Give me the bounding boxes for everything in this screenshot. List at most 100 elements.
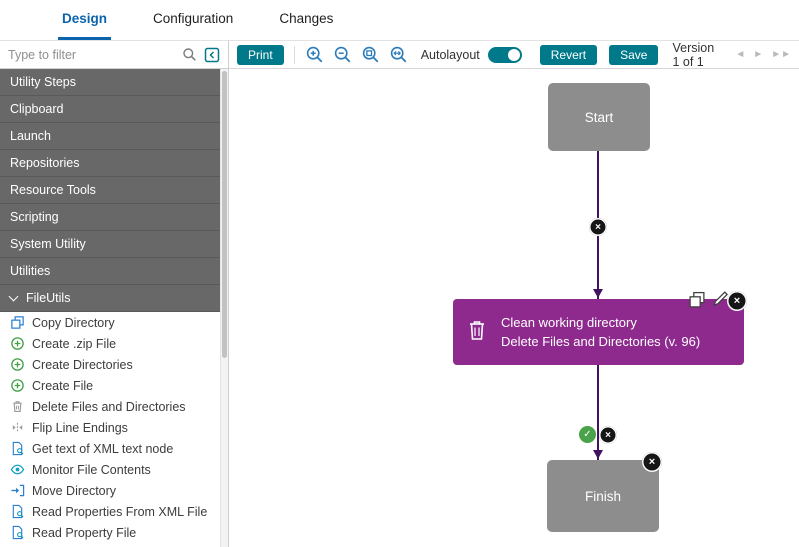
start-node[interactable]: Start — [548, 83, 650, 151]
palette-item-flip-line-endings[interactable]: Flip Line Endings — [0, 417, 220, 438]
task-node[interactable]: Clean working directory Delete Files and… — [453, 299, 744, 365]
palette-item-label: Copy Directory — [32, 315, 115, 330]
section-label: Utilities — [10, 264, 51, 278]
flip-icon — [9, 420, 25, 436]
zoom-out-icon[interactable] — [333, 45, 353, 65]
autolayout-toggle[interactable] — [487, 46, 522, 63]
arrowhead-1 — [593, 289, 603, 298]
collapse-panel-icon[interactable] — [204, 47, 220, 63]
palette-item-monitor-file-contents[interactable]: Monitor File Contents — [0, 459, 220, 480]
success-condition-icon[interactable]: ✓ — [579, 426, 596, 443]
palette-item-read-property-file[interactable]: Read Property File — [0, 522, 220, 543]
edit-task-icon[interactable] — [711, 290, 729, 313]
palette-item-label: Flip Line Endings — [32, 420, 128, 435]
step-palette-sidebar: Utility Steps Clipboard Launch Repositor… — [0, 41, 229, 547]
search-icon — [181, 47, 197, 63]
top-tab-bar: Design Configuration Changes — [0, 0, 799, 40]
palette-item-label: Delete Files and Directories — [32, 399, 186, 414]
revert-button[interactable]: Revert — [539, 44, 598, 65]
print-button[interactable]: Print — [237, 44, 284, 65]
palette-item-delete-files-and-directories[interactable]: Delete Files and Directories — [0, 396, 220, 417]
add-circle-icon — [9, 378, 25, 394]
delete-transition-1-badge[interactable]: × — [589, 218, 607, 236]
last-version-icon[interactable]: ►► — [771, 49, 791, 60]
task-text: Clean working directory Delete Files and… — [501, 313, 700, 352]
delete-transition-2-badge[interactable]: × — [599, 426, 617, 444]
zoom-in-icon[interactable] — [305, 45, 325, 65]
section-label: Repositories — [10, 156, 80, 170]
tab-design[interactable]: Design — [58, 0, 112, 40]
xml-doc-icon — [9, 525, 25, 541]
palette-item-get-text-of-xml-text-node[interactable]: Get text of XML text node — [0, 438, 220, 459]
sidebar-section-fileutils[interactable]: FileUtils — [0, 285, 220, 312]
arrowhead-2 — [593, 450, 603, 459]
palette-item-create-zip-file[interactable]: Create .zip File — [0, 333, 220, 354]
save-button[interactable]: Save — [609, 44, 659, 65]
tab-configuration[interactable]: Configuration — [153, 11, 234, 26]
transition-line-2 — [597, 365, 599, 460]
move-icon — [9, 483, 25, 499]
main-region: Utility Steps Clipboard Launch Repositor… — [0, 40, 799, 547]
palette-item-read-properties-from-xml-file[interactable]: Read Properties From XML File — [0, 501, 220, 522]
section-label: FileUtils — [26, 291, 71, 305]
task-subtitle: Delete Files and Directories (v. 96) — [501, 334, 701, 349]
palette-item-label: Monitor File Contents — [32, 462, 151, 477]
sidebar-section-clipboard[interactable]: Clipboard — [0, 96, 220, 123]
xml-doc-icon — [9, 441, 25, 457]
delete-task-badge[interactable]: × — [727, 291, 747, 311]
palette-item-create-directories[interactable]: Create Directories — [0, 354, 220, 375]
palette-item-move-directory[interactable]: Move Directory — [0, 480, 220, 501]
trash-icon — [9, 399, 25, 415]
palette-item-copy-directory[interactable]: Copy Directory — [0, 312, 220, 333]
palette-item-label: Read Properties From XML File — [32, 504, 208, 519]
copy-task-icon[interactable] — [688, 291, 706, 314]
palette-item-label: Move Directory — [32, 483, 117, 498]
sidebar-section-resource-tools[interactable]: Resource Tools — [0, 177, 220, 204]
sidebar-section-launch[interactable]: Launch — [0, 123, 220, 150]
section-label: Scripting — [10, 210, 59, 224]
sidebar-scrollbar[interactable] — [220, 69, 228, 547]
palette-item-replace-tokens[interactable]: Replace Tokens — [0, 543, 220, 547]
designer-content: Print Autolayout Revert Save Version 1 o… — [229, 41, 799, 547]
sidebar-section-system-utility[interactable]: System Utility — [0, 231, 220, 258]
sidebar-scrollbar-thumb[interactable] — [222, 71, 227, 358]
section-label: Utility Steps — [10, 75, 76, 89]
toolbar-divider — [293, 45, 295, 64]
tab-changes[interactable]: Changes — [279, 11, 334, 26]
palette-item-label: Get text of XML text node — [32, 441, 174, 456]
designer-toolbar: Print Autolayout Revert Save Version 1 o… — [229, 41, 799, 69]
finish-node[interactable]: Finish — [547, 460, 659, 532]
sidebar-section-scripting[interactable]: Scripting — [0, 204, 220, 231]
autolayout-label: Autolayout — [420, 47, 480, 62]
section-label: System Utility — [10, 237, 86, 251]
section-label: Resource Tools — [10, 183, 96, 197]
trash-icon — [467, 319, 487, 346]
palette-item-list: Copy Directory Create .zip File Create D… — [0, 312, 220, 547]
version-label: Version 1 of 1 — [672, 40, 715, 69]
palette-scroll-area: Utility Steps Clipboard Launch Repositor… — [0, 69, 220, 547]
delete-finish-badge[interactable]: × — [642, 452, 662, 472]
palette-item-create-file[interactable]: Create File — [0, 375, 220, 396]
xml-doc-icon — [9, 504, 25, 520]
zoom-fit-icon[interactable] — [361, 45, 381, 65]
version-pager: ◄ ► ►► — [735, 49, 791, 60]
sidebar-section-utility-steps[interactable]: Utility Steps — [0, 69, 220, 96]
palette-filter-row — [0, 41, 228, 69]
filter-input[interactable] — [8, 47, 174, 62]
next-version-icon[interactable]: ► — [753, 49, 764, 60]
workflow-canvas[interactable]: Start × Clean working directory Delete F… — [229, 69, 799, 547]
palette-item-label: Read Property File — [32, 525, 137, 540]
palette-item-label: Create .zip File — [32, 336, 117, 351]
palette-item-label: Create File — [32, 378, 94, 393]
palette-item-label: Create Directories — [32, 357, 133, 372]
chevron-down-icon — [8, 291, 19, 301]
toggle-knob — [507, 48, 520, 61]
zoom-controls — [305, 45, 409, 65]
add-circle-icon — [9, 336, 25, 352]
copy-folder-icon — [9, 315, 25, 331]
sidebar-section-utilities[interactable]: Utilities — [0, 258, 220, 285]
previous-version-icon[interactable]: ◄ — [735, 49, 746, 60]
zoom-reset-icon[interactable] — [389, 45, 409, 65]
sidebar-section-repositories[interactable]: Repositories — [0, 150, 220, 177]
